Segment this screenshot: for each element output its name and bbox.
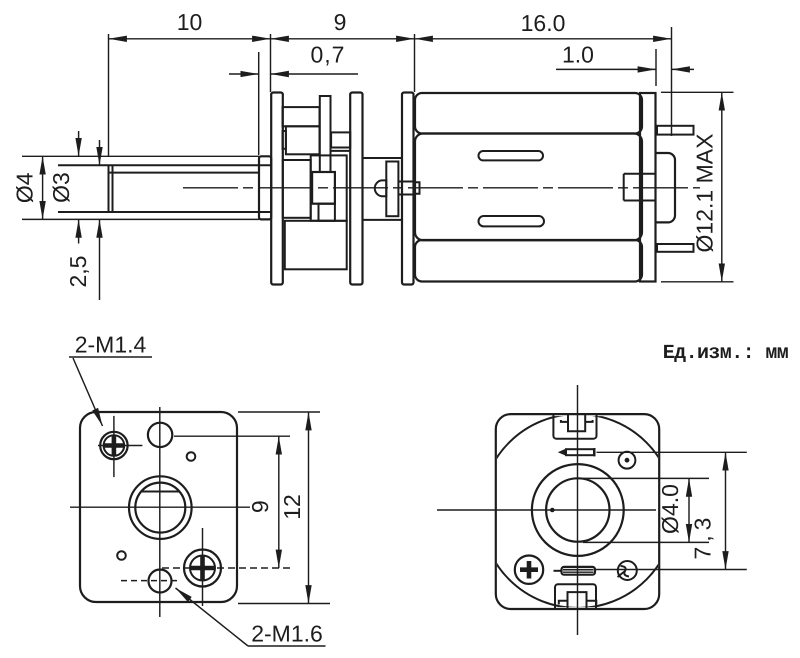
svg-text:1.0: 1.0: [562, 41, 594, 67]
svg-text:2-M1.6: 2-M1.6: [251, 621, 323, 647]
svg-text:0,7: 0,7: [311, 41, 346, 67]
svg-text:16.0: 16.0: [521, 10, 566, 36]
svg-text:7,3: 7,3: [690, 513, 716, 560]
svg-text:Ø4.0: Ø4.0: [657, 484, 683, 534]
svg-text:Ø3: Ø3: [48, 172, 74, 203]
svg-text:2,5: 2,5: [65, 256, 91, 288]
svg-text:9: 9: [247, 500, 273, 513]
svg-text:Ø4: Ø4: [11, 172, 37, 203]
svg-text:10: 10: [177, 9, 203, 35]
svg-text:Ед.изм.: мм: Ед.изм.: мм: [663, 342, 789, 365]
svg-text:9: 9: [334, 9, 347, 35]
svg-text:2-M1.4: 2-M1.4: [75, 332, 147, 358]
svg-text:12: 12: [279, 494, 305, 520]
svg-text:Ø12.1 MAX: Ø12.1 MAX: [692, 134, 718, 253]
